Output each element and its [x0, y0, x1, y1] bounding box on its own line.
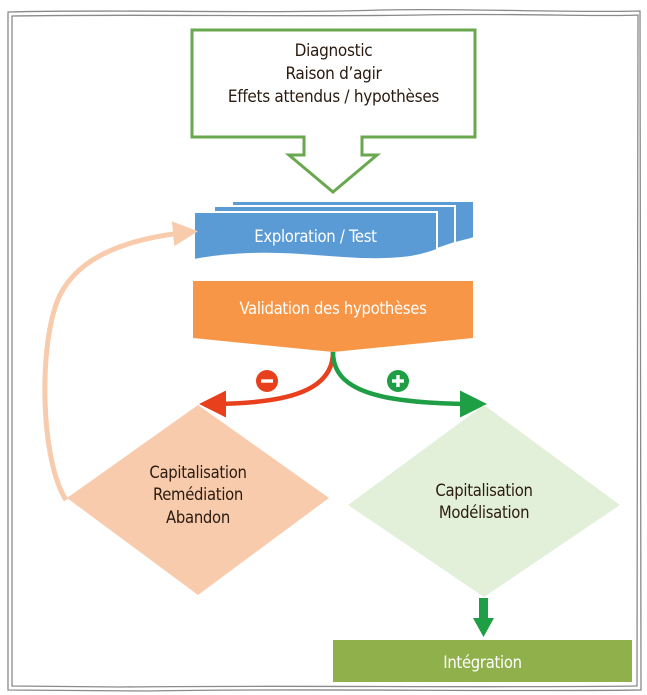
positive-line: Capitalisation: [435, 481, 533, 500]
negative-diamond: [67, 405, 329, 595]
integration-shape: [333, 640, 632, 682]
diagnostic-line: Diagnostic: [294, 41, 373, 61]
integration-label: Intégration: [333, 652, 632, 674]
exploration-text: Exploration / Test: [254, 227, 377, 246]
positive-line: Modélisation: [438, 503, 530, 523]
negative-line: Capitalisation: [149, 463, 247, 482]
diagnostic-label: Diagnostic Raison d’agir Effets attendus…: [192, 40, 475, 109]
diagnostic-arrow-shape: [190, 28, 477, 194]
outer-frame: [7, 8, 642, 692]
diagnostic-line: Effets attendus / hypothèses: [227, 86, 440, 107]
feedback-loop-arrow: [42, 221, 198, 502]
negative-line: Abandon: [166, 507, 230, 527]
negative-branch-label: Capitalisation Remédiation Abandon: [120, 462, 276, 529]
integration-text: Intégration: [443, 653, 522, 672]
negative-branch-arrow: [199, 351, 336, 418]
positive-branch-label: Capitalisation Modélisation: [404, 480, 564, 525]
validation-label: Validation des hypothèses: [193, 298, 473, 320]
validation-text: Validation des hypothèses: [239, 299, 427, 318]
exploration-label: Exploration / Test: [194, 226, 437, 248]
positive-branch-arrow: [330, 351, 487, 418]
integration-down-arrow: [473, 598, 494, 637]
validation-shape: [193, 281, 473, 352]
exploration-shape: [193, 200, 475, 262]
diagnostic-line: Raison d’agir: [285, 63, 382, 84]
negative-line: Remédiation: [152, 485, 244, 505]
positive-diamond: [348, 405, 620, 597]
